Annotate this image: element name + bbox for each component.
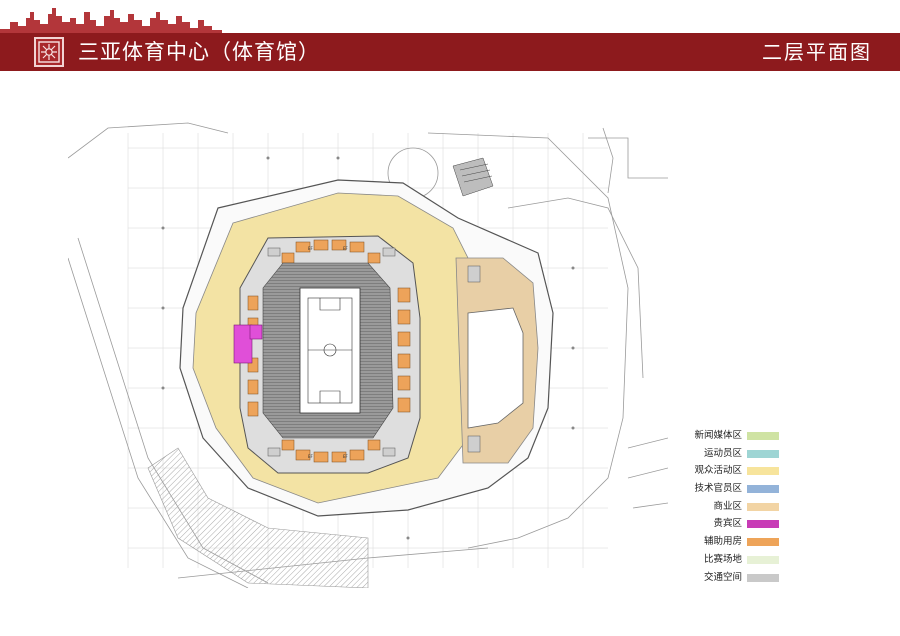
- court-label: EF: [343, 246, 349, 251]
- legend-swatch: [747, 538, 779, 547]
- legend-label: 观众活动区: [694, 465, 742, 477]
- column-markers: [161, 156, 575, 540]
- legend-label: 商业区: [713, 500, 742, 512]
- auxiliary-rooms: [247, 239, 411, 463]
- legend-swatch: [747, 555, 779, 564]
- legend-item: 比赛场地: [679, 553, 779, 571]
- floor-plan: EF EF EF EF: [68, 122, 668, 588]
- legend-swatch: [747, 502, 779, 511]
- legend-item: 运动员区: [679, 447, 779, 465]
- legend-item: 交通空间: [679, 571, 779, 589]
- legend-label: 运动员区: [703, 447, 742, 459]
- legend-swatch: [747, 432, 779, 440]
- legend-label: 交通空间: [703, 571, 742, 583]
- roadway: [147, 447, 369, 588]
- legend-label: 贵宾区: [713, 518, 742, 530]
- header-bar: 三亚体育中心（体育馆） 二层平面图: [0, 33, 900, 71]
- legend: 新闻媒体区 运动员区 观众活动区 技术官员区 商业区 贵宾区 辅助用房 比赛场地…: [679, 429, 779, 588]
- legend-item: 辅助用房: [679, 535, 779, 553]
- legend-item: 商业区: [679, 500, 779, 518]
- court-label: EF: [308, 246, 314, 251]
- legend-swatch: [747, 520, 779, 529]
- court-label: EF: [308, 454, 314, 459]
- vip-area: [233, 324, 253, 364]
- legend-swatch: [747, 467, 779, 476]
- legend-swatch: [747, 449, 779, 458]
- legend-label: 比赛场地: [703, 553, 742, 565]
- court-label: EF: [343, 454, 349, 459]
- legend-swatch: [747, 573, 779, 582]
- legend-item: 技术官员区: [679, 482, 779, 500]
- legend-label: 技术官员区: [694, 483, 742, 495]
- floor-label: 二层平面图: [762, 40, 872, 64]
- basketball-court: [307, 297, 353, 404]
- legend-label: 新闻媒体区: [694, 430, 742, 441]
- page-title: 三亚体育中心（体育馆）: [78, 40, 320, 64]
- skyline-decoration: [0, 8, 222, 34]
- service-building: [452, 157, 494, 197]
- legend-swatch: [747, 485, 779, 494]
- legend-label: 辅助用房: [703, 536, 742, 548]
- site-lines: [68, 122, 668, 588]
- vip-area-small: [249, 324, 263, 340]
- logo-icon: [34, 37, 64, 67]
- legend-item: 贵宾区: [679, 517, 779, 535]
- legend-item: 新闻媒体区: [679, 429, 779, 447]
- legend-item: 观众活动区: [679, 464, 779, 482]
- stair-cores: [267, 247, 481, 457]
- competition-court: [299, 287, 361, 414]
- commercial-void: [467, 307, 524, 429]
